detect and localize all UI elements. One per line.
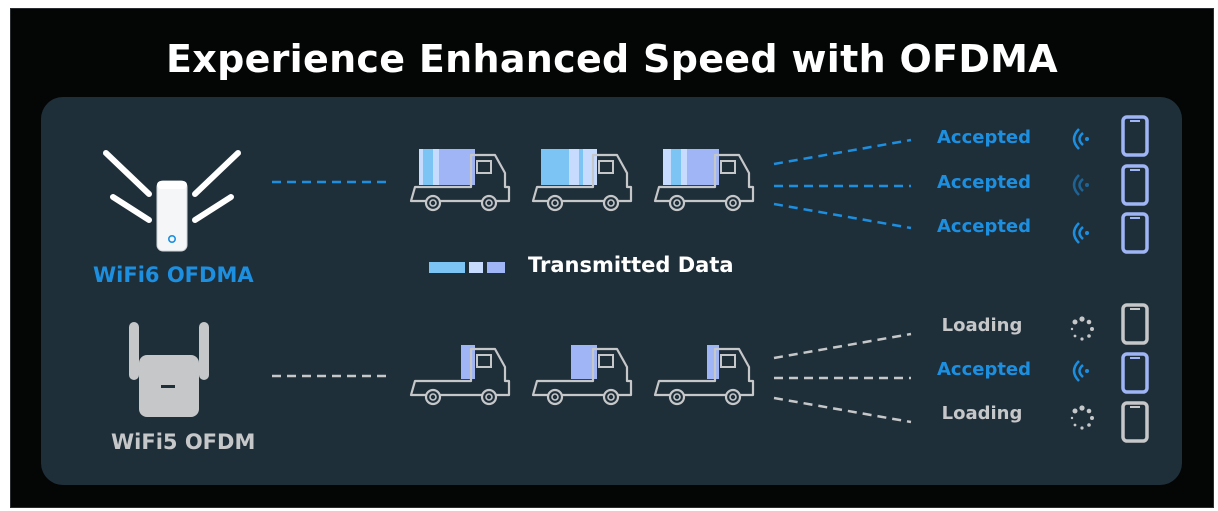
wifi6-status-2: Accepted [936, 172, 1032, 193]
wifi6-router-icon [103, 150, 241, 252]
comparison-panel: WiFi6 OFDMA WiFi5 OFDM Transmitted Data … [41, 97, 1182, 485]
truck-icon [531, 345, 633, 406]
wifi6-label: WiFi6 OFDMA [93, 263, 254, 287]
wifi5-label: WiFi5 OFDM [111, 430, 256, 454]
wifi5-status-2: Accepted [936, 359, 1032, 380]
loading-spinner-icon [1070, 405, 1094, 430]
wifi-signal-icon [1072, 221, 1091, 245]
page-title: Experience Enhanced Speed with OFDMA [166, 37, 1058, 81]
wifi5-status-1: Loading [941, 315, 1023, 336]
wifi5-status-3: Loading [941, 403, 1023, 424]
smartphone-icon [1121, 115, 1149, 157]
comparison-illustration [103, 115, 1149, 443]
truck-icon [409, 345, 511, 406]
transmitted-data-legend-swatch [429, 262, 505, 273]
wifi6-status-3: Accepted [936, 216, 1032, 237]
wifi-signal-icon [1072, 173, 1091, 197]
truck-icon [531, 149, 633, 212]
smartphone-icon [1121, 164, 1149, 206]
smartphone-icon [1121, 303, 1149, 345]
smartphone-icon [1121, 352, 1149, 394]
wifi5-router-icon [129, 322, 209, 417]
wifi-signal-icon [1072, 359, 1091, 383]
truck-icon [653, 149, 755, 212]
smartphone-icon [1121, 212, 1149, 254]
loading-spinner-icon [1070, 316, 1094, 341]
smartphone-icon [1121, 401, 1149, 443]
wifi-signal-icon [1072, 127, 1091, 151]
truck-icon [653, 345, 755, 406]
truck-icon [409, 149, 511, 212]
transmitted-data-label: Transmitted Data [528, 253, 734, 277]
wifi6-status-1: Accepted [936, 127, 1032, 148]
diagram-frame: Experience Enhanced Speed with OFDMA [10, 8, 1214, 508]
